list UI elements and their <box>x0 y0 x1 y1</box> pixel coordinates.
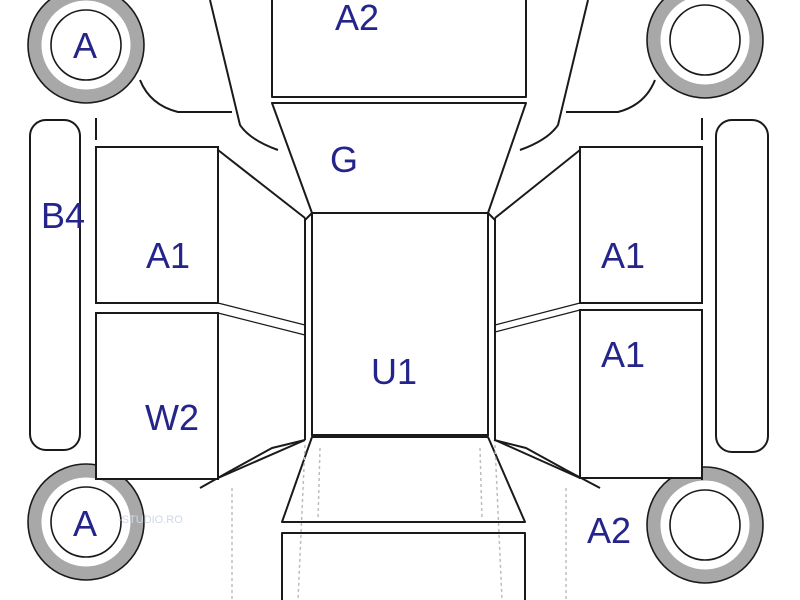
code-wheel-rear-left: A <box>73 503 97 544</box>
left-rear-door <box>95 312 219 480</box>
code-rear-right-quarter: A2 <box>587 510 631 551</box>
code-windshield: G <box>330 139 358 180</box>
roof-panel <box>304 212 496 440</box>
watermark-text: -STUDIO.RO <box>118 514 183 526</box>
right-door-pillars <box>494 149 581 479</box>
code-roof: U1 <box>371 351 417 392</box>
code-right-rear-door: A1 <box>601 334 645 375</box>
left-front-door <box>95 146 219 304</box>
rear-window-panel <box>281 436 526 523</box>
code-left-front-door: A1 <box>146 235 190 276</box>
code-left-rear-door: W2 <box>145 397 199 438</box>
hood-panel <box>271 0 527 98</box>
trunk-panel <box>281 532 526 600</box>
left-side-sill <box>29 119 81 451</box>
wheel-rear-right <box>646 466 764 584</box>
code-hood: A2 <box>335 0 379 38</box>
wheel-rear-left <box>27 463 145 581</box>
wheel-front-left <box>27 0 145 104</box>
code-right-front-door: A1 <box>601 235 645 276</box>
code-left-side-sill: B4 <box>41 195 85 236</box>
windshield-panel <box>271 102 527 214</box>
left-door-seam <box>217 302 306 336</box>
right-side-sill <box>715 119 769 453</box>
right-front-door <box>579 146 703 304</box>
wheel-front-right <box>646 0 764 99</box>
rear-dashed-lines <box>231 444 567 600</box>
left-door-pillars <box>217 149 306 479</box>
right-door-seam <box>494 302 581 333</box>
right-rear-door <box>579 309 703 479</box>
code-wheel-front-left: A <box>73 25 97 66</box>
